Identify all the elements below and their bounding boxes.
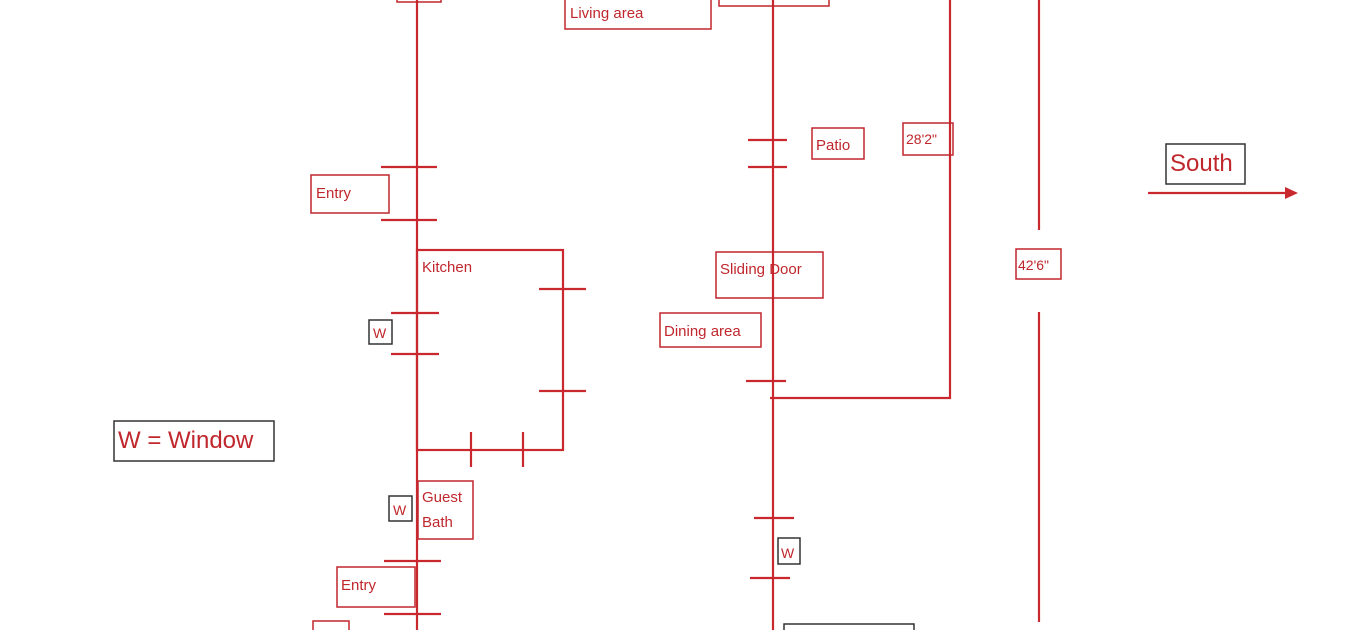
cropped-tag-top-west	[396, 0, 442, 3]
patio-text: Patio	[816, 137, 850, 154]
window-marker-kitchen: W	[368, 319, 393, 345]
patio-label: Patio	[811, 127, 865, 160]
window-marker-bath-text: W	[393, 502, 407, 518]
guest-bath-text-line1: Guest	[422, 489, 463, 506]
entry-bottom-text: Entry	[341, 577, 377, 594]
guest-bath-text-line2: Bath	[422, 514, 453, 531]
legend: W = Window	[113, 420, 275, 462]
dimension-short-text: 28'2"	[906, 131, 937, 147]
cropped-label-bottom-center	[783, 623, 915, 630]
living-area-label: Living area	[564, 0, 712, 30]
guest-bath-label: Guest Bath	[417, 480, 474, 540]
dining-area-text: Dining area	[664, 323, 741, 340]
sliding-door-text: Sliding Door	[720, 261, 802, 278]
kitchen-wall	[415, 248, 565, 452]
south-text: South	[1170, 150, 1233, 177]
window-marker-kitchen-text: W	[373, 325, 387, 341]
dimension-short-label: 28'2"	[902, 122, 954, 156]
window-marker-bath: W	[388, 495, 413, 522]
patio-wall	[770, 0, 952, 400]
entry-top-label: Entry	[310, 174, 390, 214]
dimension-long-label: 42'6"	[1015, 248, 1062, 280]
window-marker-center-text: W	[781, 545, 795, 561]
window-marker-center: W	[777, 537, 801, 565]
legend-text: W = Window	[118, 427, 254, 454]
entry-bottom-label: Entry	[336, 566, 416, 608]
dimension-long-text: 42'6"	[1018, 257, 1049, 273]
south-direction: South	[1148, 143, 1298, 199]
dining-area-label: Dining area	[659, 312, 762, 348]
sliding-door-label: Sliding Door	[715, 251, 824, 299]
kitchen-label: Kitchen	[422, 259, 472, 276]
cropped-window-bottom-west	[312, 620, 350, 630]
south-arrow-head	[1285, 187, 1298, 199]
entry-top-text: Entry	[316, 185, 352, 202]
cropped-label-top-center	[718, 0, 830, 7]
living-area-text: Living area	[570, 5, 644, 22]
